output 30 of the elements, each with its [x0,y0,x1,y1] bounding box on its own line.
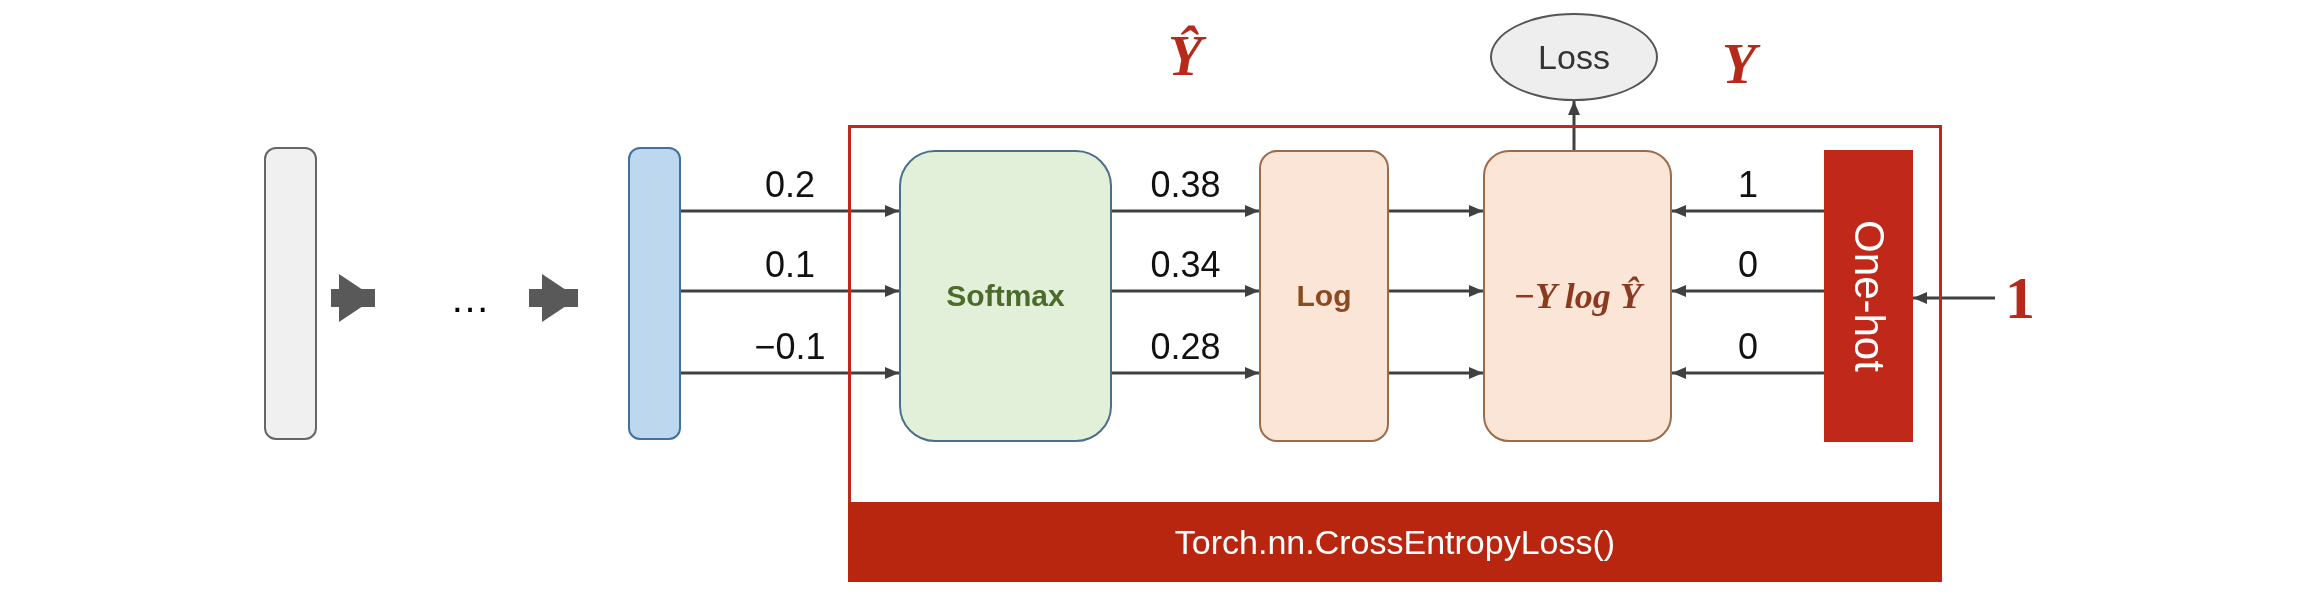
node-label: One-hot [1844,220,1893,372]
arrow [1389,285,1483,297]
arrow [1913,292,1995,304]
formula-box [1483,150,1672,442]
function-name: Torch.nn.CrossEntropyLoss() [1174,522,1616,562]
arrow [681,205,899,217]
node-label: Softmax [946,279,1065,313]
log-box [1259,150,1389,442]
arrow [1112,285,1259,297]
arrow [1672,367,1824,379]
block-arrow [529,274,578,322]
arrow [1672,205,1824,217]
arrow [1112,367,1259,379]
node-label: Log [1296,279,1352,313]
ellipsis: … [450,275,490,321]
node-label: Loss [1538,37,1610,77]
layer-bar [264,147,317,440]
softmax-box [899,150,1112,442]
one-hot-bar [1824,150,1913,442]
label-value: 1 [2005,263,2035,333]
arrow [1672,285,1824,297]
arrow [1568,101,1580,150]
arrow [1389,205,1483,217]
loss-function-container [848,125,1942,582]
output-layer-bar [628,147,681,440]
arrow [1389,367,1483,379]
block-arrow [331,274,375,322]
arrow [681,285,899,297]
arrow [1112,205,1259,217]
arrow [681,367,899,379]
